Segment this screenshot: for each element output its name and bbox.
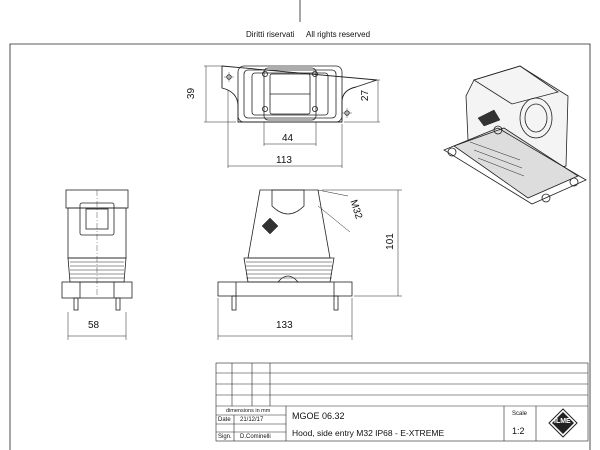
isometric-view: [443, 65, 587, 205]
sign-label: Sign.: [218, 434, 232, 440]
rights-reserved-it: Diritti riservati: [246, 30, 295, 39]
dim-top-inner-height: 27: [360, 89, 372, 102]
dim-front-height: 101: [384, 233, 396, 250]
dim-top-inner-width: 44: [282, 133, 294, 144]
dim-top-width: 113: [276, 155, 292, 166]
front-view: [217, 189, 402, 340]
dim-top-height: 39: [186, 87, 198, 100]
part-description: Hood, side entry M32 IP68 - E-XTREME: [292, 428, 445, 438]
logo-text: ILME: [554, 418, 571, 425]
part-code: MGOE 06.32: [292, 411, 345, 421]
date-label: Date: [218, 417, 231, 423]
title-block: [215, 362, 589, 442]
scale-value: 1:2: [512, 426, 525, 436]
company-logo: ILME: [548, 408, 578, 438]
dim-front-width: 133: [276, 320, 293, 331]
dimensions-note: dimensions in mm: [226, 408, 271, 414]
dim-side-width: 58: [88, 320, 100, 331]
date-value: 21/12/17: [240, 417, 264, 423]
drawing-frame: [9, 43, 591, 450]
side-view: [61, 189, 133, 340]
rights-reserved-en: All rights reserved: [306, 30, 371, 39]
top-view: [204, 65, 380, 168]
scale-label: Scale: [512, 411, 528, 417]
sign-value: D.Cominelli: [240, 434, 271, 440]
